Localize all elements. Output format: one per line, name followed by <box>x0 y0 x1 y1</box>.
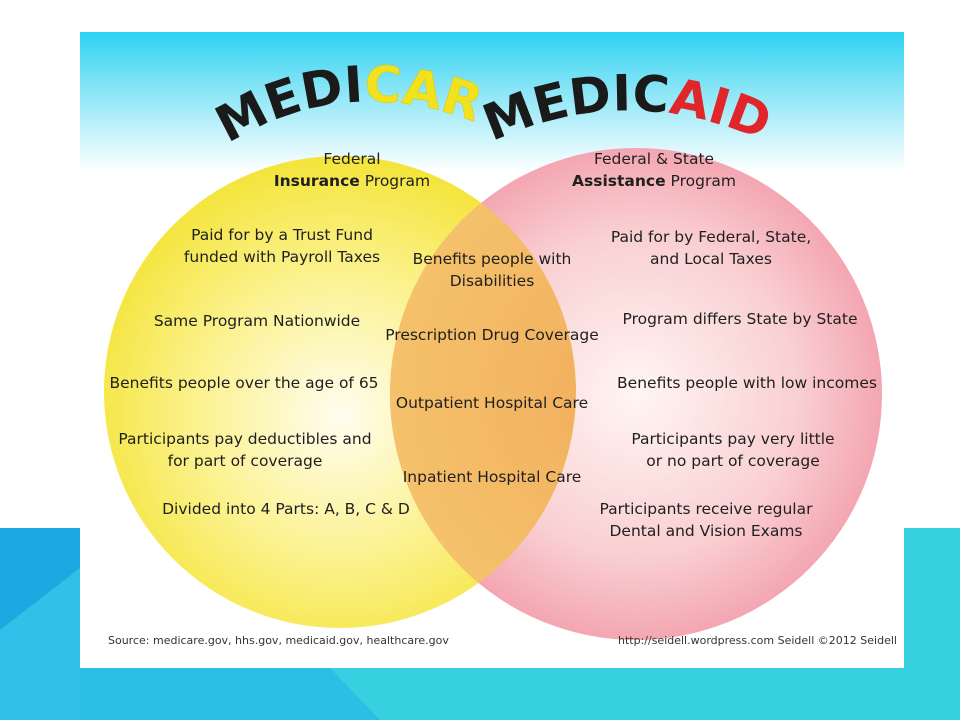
text-line: or no part of coverage <box>646 452 820 470</box>
medicaid-income: Benefits people with low incomes <box>610 372 884 394</box>
shared-inpatient: Inpatient Hospital Care <box>386 466 598 488</box>
medicare-age: Benefits people over the age of 65 <box>104 372 384 394</box>
shared-outpatient: Outpatient Hospital Care <box>386 392 598 414</box>
medicare-deductibles: Participants pay deductibles and for par… <box>110 428 380 472</box>
right-accent-side <box>904 528 960 720</box>
text-line: Inpatient Hospital Care <box>402 468 582 486</box>
text-line: Participants receive regular <box>599 500 813 518</box>
medicaid-funding: Paid for by Federal, State, and Local Ta… <box>596 226 826 270</box>
medicare-nationwide: Same Program Nationwide <box>132 310 382 332</box>
text-line: for part of coverage <box>167 452 323 470</box>
text-line: Federal <box>323 150 381 168</box>
medicaid-payments: Participants pay very little or no part … <box>616 428 850 472</box>
overlap-region <box>390 156 576 628</box>
shared-disabilities: Benefits people with Disabilities <box>386 248 598 292</box>
text-line: Benefits people over the age of 65 <box>109 374 379 392</box>
text-line: Benefits people with <box>412 250 572 268</box>
text-line: Same Program Nationwide <box>153 312 361 330</box>
venn-figure: MEDICARE MEDICAID Federal Insurance Prog… <box>80 32 904 668</box>
source-citation: Source: medicare.gov, hhs.gov, medicaid.… <box>108 634 449 647</box>
text-line: Program differs State by State <box>622 310 858 328</box>
text-line: Paid for by Federal, State, <box>610 228 812 246</box>
medicare-program-type: Federal Insurance Program <box>252 148 452 192</box>
text-line: Paid for by a Trust Fund <box>191 226 373 244</box>
venn-diagram-art: MEDICARE MEDICAID <box>80 32 904 668</box>
text-line: Divided into 4 Parts: A, B, C & D <box>162 500 410 518</box>
text-line: and Local Taxes <box>650 250 772 268</box>
text-line: Assistance Program <box>572 172 736 190</box>
medicare-parts: Divided into 4 Parts: A, B, C & D <box>146 498 426 520</box>
text-line: Outpatient Hospital Care <box>395 394 589 412</box>
right-accent-band <box>300 668 960 720</box>
text-line: Federal & State <box>593 150 715 168</box>
text-line: Participants pay very little <box>631 430 835 448</box>
medicaid-program-type: Federal & State Assistance Program <box>554 148 754 192</box>
text-line: Participants pay deductibles and <box>118 430 372 448</box>
shared-prescription: Prescription Drug Coverage <box>376 324 608 346</box>
text-line: Insurance Program <box>273 172 431 190</box>
credit-line: http://seidell.wordpress.com Seidell ©20… <box>618 634 897 647</box>
text-line: Dental and Vision Exams <box>609 522 803 540</box>
text-line: funded with Payroll Taxes <box>183 248 381 266</box>
bottom-accent-wedge <box>80 668 380 720</box>
text-line: Benefits people with low incomes <box>617 374 877 392</box>
left-accent-light <box>0 568 80 720</box>
medicare-funding: Paid for by a Trust Fund funded with Pay… <box>162 224 402 268</box>
text-line: Disabilities <box>449 272 535 290</box>
medicaid-varies: Program differs State by State <box>614 308 866 330</box>
medicaid-exams: Participants receive regular Dental and … <box>586 498 826 542</box>
text-line: Prescription Drug Coverage <box>385 326 599 344</box>
